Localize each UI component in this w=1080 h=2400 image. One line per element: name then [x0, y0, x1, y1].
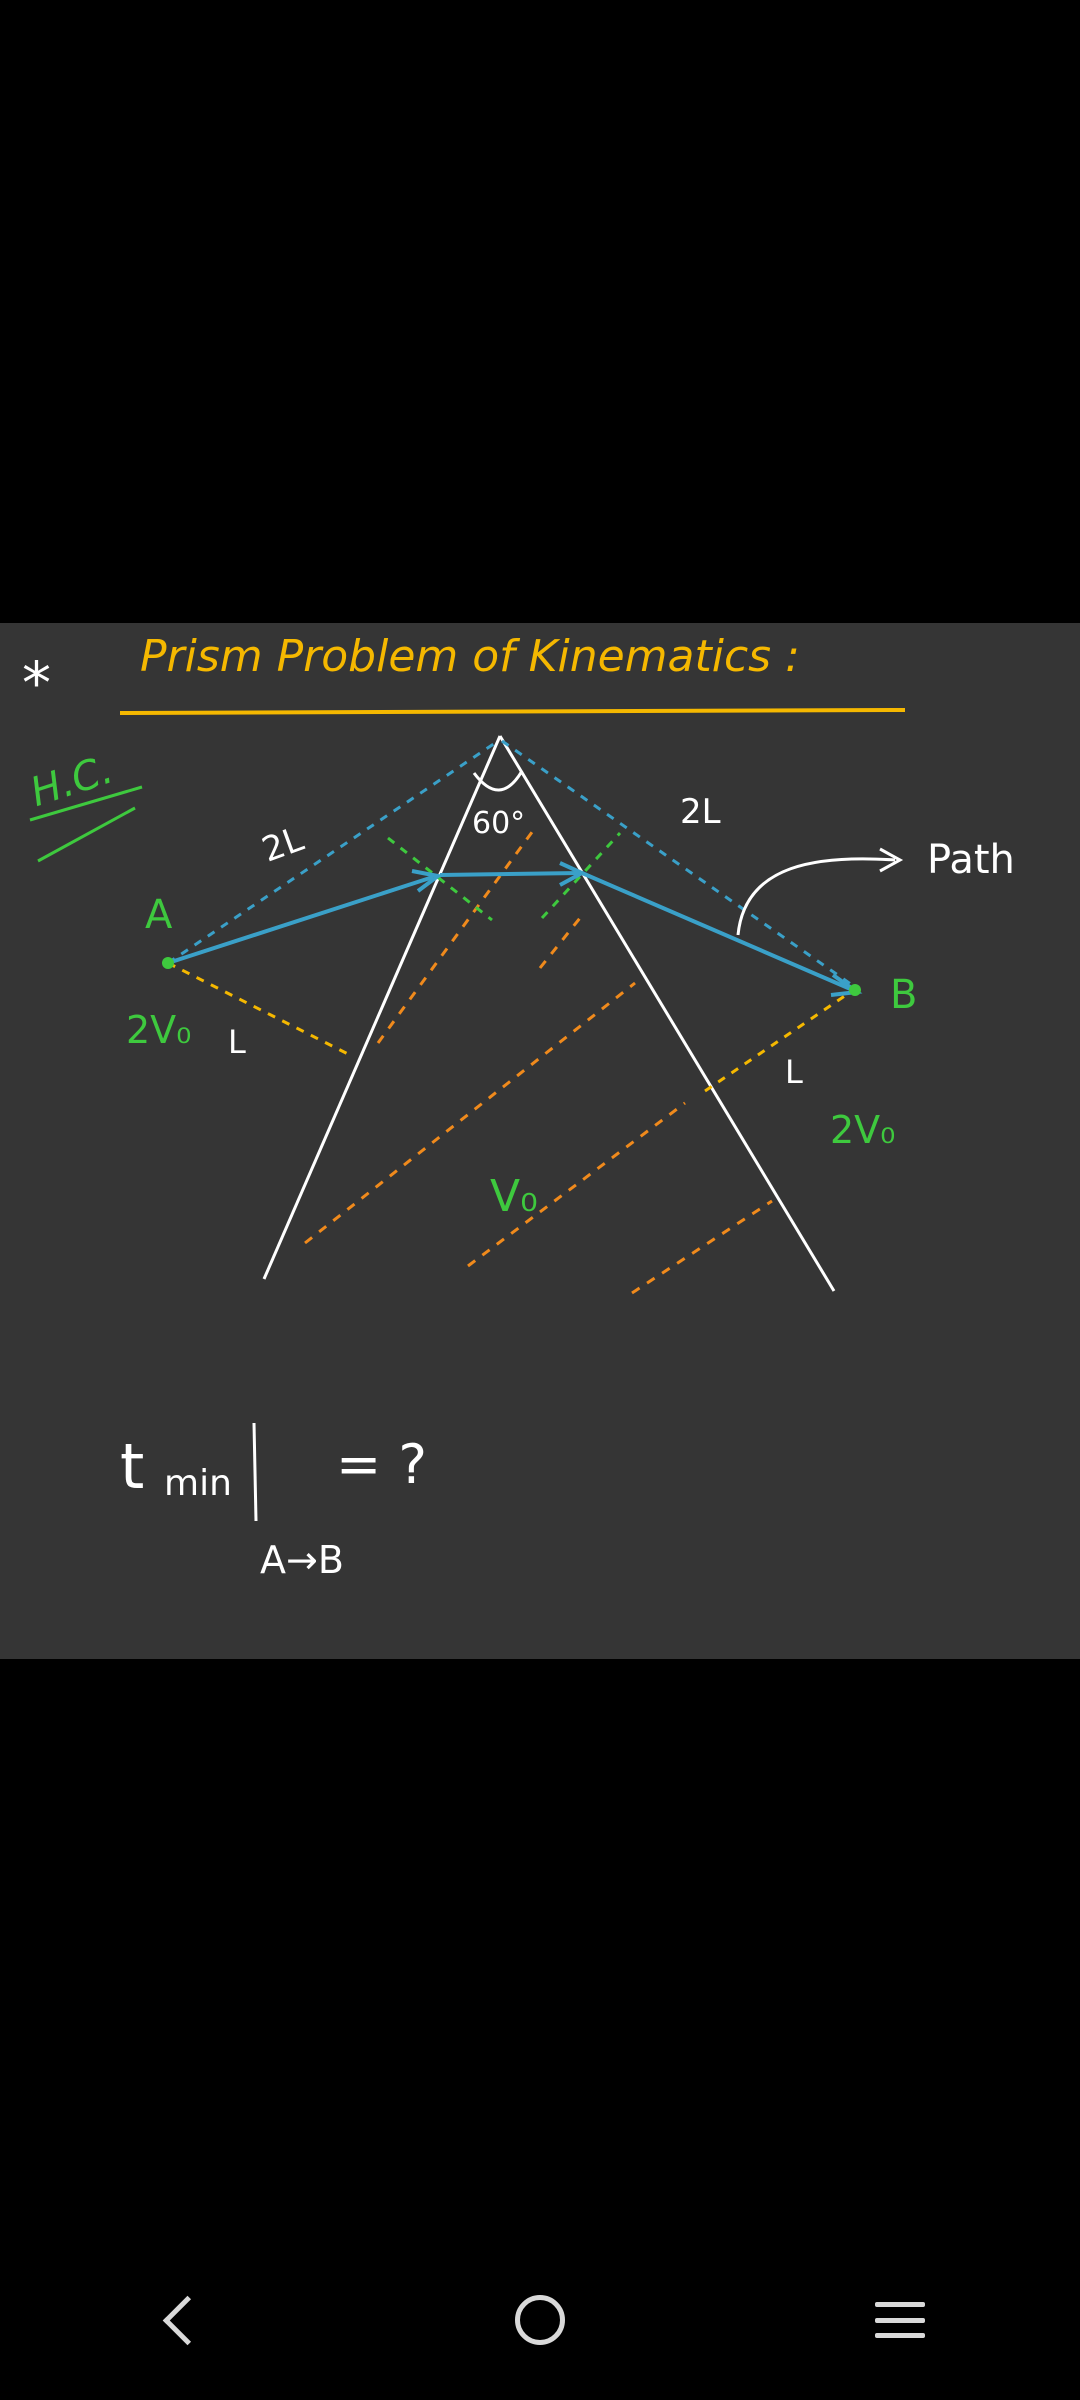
left-perp-dashed [167, 961, 351, 1057]
path-segment-3 [581, 871, 856, 993]
point-a-label: A [145, 892, 173, 938]
orange-dashed-4 [631, 1199, 773, 1295]
point-b-label: B [890, 972, 917, 1018]
home-icon [515, 2295, 565, 2345]
hc-tag: H.C. [25, 747, 119, 817]
path-pointer-curve [736, 857, 896, 936]
prism-left-side [262, 735, 502, 1280]
evaluation-bar [252, 1422, 258, 1522]
speed-b-label: 2V₀ [830, 1108, 895, 1152]
path-segment-1 [167, 875, 434, 965]
whiteboard-canvas: * Prism Problem of Kinematics : H.C. 60°… [0, 623, 1080, 1659]
hc-underline-2 [37, 806, 136, 863]
right-2l-label: 2L [680, 792, 721, 832]
title-underline [119, 708, 906, 715]
back-icon [162, 2295, 212, 2345]
star-mark: * [22, 649, 51, 717]
right-l-label: L [785, 1053, 803, 1091]
system-navigation-bar [0, 2240, 1080, 2400]
equals-question: = ? [336, 1433, 427, 1496]
path-arrow-1 [411, 869, 443, 893]
home-button[interactable] [460, 2260, 620, 2380]
speed-prism-label: V₀ [490, 1171, 538, 1222]
right-slant-dotted [501, 739, 856, 989]
left-normal-dotted [387, 836, 493, 922]
apex-angle-arc [472, 770, 524, 792]
left-l-label: L [228, 1023, 246, 1061]
a-to-b-subscript: A→B [260, 1538, 344, 1582]
hc-underline-1 [29, 785, 143, 822]
menu-icon [875, 2302, 925, 2338]
point-b-dot [849, 984, 861, 996]
speed-a-label: 2V₀ [126, 1008, 191, 1052]
min-subscript: min [164, 1463, 232, 1504]
orange-dashed-5 [538, 917, 582, 969]
orange-dashed-1 [376, 827, 537, 1044]
orange-dashed-2 [304, 981, 636, 1245]
right-perp-dashed [704, 987, 856, 1093]
angle-label: 60° [472, 806, 525, 841]
title: Prism Problem of Kinematics : [140, 631, 800, 682]
path-label: Path [927, 837, 1015, 883]
left-2l-label: 2L [257, 819, 309, 870]
point-a-dot [162, 957, 174, 969]
back-button[interactable] [100, 2260, 260, 2380]
prism-right-side [498, 735, 836, 1292]
t-symbol: t [120, 1430, 144, 1503]
path-segment-2 [439, 871, 581, 877]
diagram: * Prism Problem of Kinematics : H.C. 60°… [22, 631, 1015, 1582]
right-normal-dotted [540, 831, 622, 920]
recents-button[interactable] [820, 2260, 980, 2380]
path-pointer-arrowhead [879, 847, 904, 873]
left-slant-dotted [167, 739, 499, 965]
